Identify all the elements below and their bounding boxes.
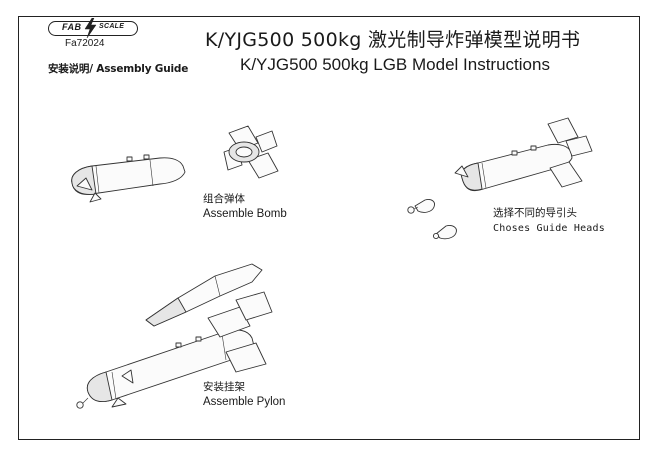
- step-1-label-cn: 组合弹体: [203, 193, 245, 205]
- page-border: [18, 16, 640, 440]
- step-3-label-cn: 安装挂架: [203, 381, 245, 393]
- step-2-label-cn: 选择不同的导引头: [493, 207, 577, 219]
- step-3-label-en: Assemble Pylon: [203, 396, 286, 408]
- title-english: K/YJG500 500kg LGB Model Instructions: [240, 55, 550, 74]
- step-assemble-pylon-label: 安装挂架 Assemble Pylon: [203, 380, 285, 410]
- logo-text-scale: SCALE: [99, 23, 125, 30]
- assembly-guide-label: 安装说明/ Assembly Guide: [48, 63, 189, 75]
- title-chinese: K/YJG500 500kg 激光制导炸弹模型说明书: [205, 29, 581, 51]
- bomb-with-pylon-drawing: [76, 291, 273, 409]
- step-guide-heads-label: 选择不同的导引头 Choses Guide Heads: [493, 206, 605, 236]
- step-2-label-en: Choses Guide Heads: [493, 223, 605, 234]
- guided-bomb-drawing: [454, 117, 593, 192]
- lightning-icon: [84, 18, 97, 38]
- guide-head-a-drawing: [407, 199, 435, 214]
- bomb-body-drawing: [71, 154, 186, 203]
- brand-logo: FAB SCALE: [48, 18, 138, 38]
- logo-text-fab: FAB: [62, 22, 82, 32]
- product-code: Fa72024: [65, 38, 105, 49]
- guide-head-b-drawing: [432, 225, 457, 240]
- step-assemble-bomb-label: 组合弹体 Assemble Bomb: [203, 192, 287, 222]
- pylon-drawing: [145, 263, 263, 327]
- tail-fins-drawing: [223, 125, 279, 179]
- step-1-label-en: Assemble Bomb: [203, 208, 287, 220]
